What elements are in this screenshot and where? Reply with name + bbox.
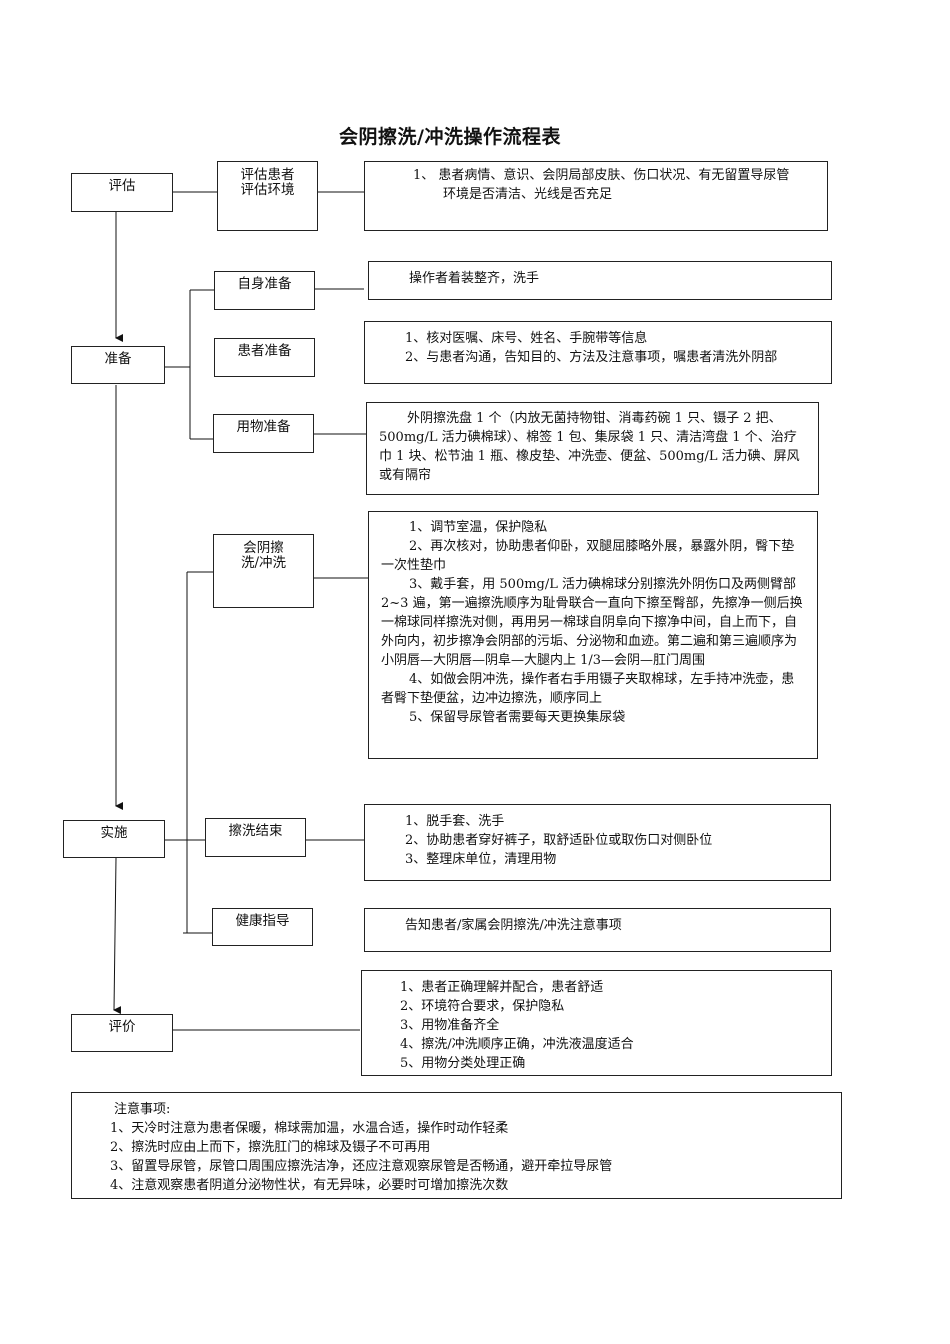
arrow-implement-to-evaluate <box>113 857 122 1015</box>
detail-line: 1、患者正确理解并配合，患者舒适 <box>400 980 604 995</box>
detail-line: 4、如做会阴冲洗，操作者右手用镊子夹取棉球，左手持冲洗壶，患者臀下垫便盆，边冲边… <box>381 672 795 706</box>
detail-line: 2、协助患者穿好裤子，取舒适卧位或取伤口对侧卧位 <box>405 833 713 848</box>
detail-line: 5、用物分类处理正确 <box>400 1056 526 1071</box>
detail-line: 环境是否清洁、光线是否充足 <box>443 187 613 202</box>
detail-line: 1、 患者病情、意识、会阴局部皮肤、伤口状况、有无留置导尿管 <box>413 168 790 183</box>
step-line: 会阴擦 <box>243 540 284 556</box>
detail-wash-end: 1、脱手套、洗手 2、协助患者穿好裤子，取舒适卧位或取伤口对侧卧位 3、整理床单… <box>364 804 831 881</box>
step-self-prep: 自身准备 <box>214 271 315 310</box>
step-patient-prep: 患者准备 <box>214 338 315 377</box>
detail-supply-prep: 外阴擦洗盘 1 个（内放无菌持物钳、消毒药碗 1 只、镊子 2 把、500mg/… <box>366 402 819 495</box>
notes-heading: 注意事项: <box>114 1102 171 1117</box>
notes-box: 注意事项: 1、天冷时注意为患者保暖，棉球需加温，水温合适，操作时动作轻柔 2、… <box>71 1092 842 1199</box>
detail-patient-prep: 1、核对医嘱、床号、姓名、手腕带等信息 2、与患者沟通，告知目的、方法及注意事项… <box>364 321 832 384</box>
detail-line: 3、戴手套，用 500mg/L 活力碘棉球分别擦洗外阴伤口及两侧臂部 2~3 遍… <box>381 577 803 668</box>
stage-assess: 评估 <box>71 173 173 212</box>
detail-line: 1、脱手套、洗手 <box>405 814 505 829</box>
detail-line: 4、擦洗/冲洗顺序正确，冲洗液温度适合 <box>400 1037 634 1052</box>
note-item: 2、擦洗时应由上而下，擦洗肛门的棉球及镊子不可再用 <box>110 1140 431 1155</box>
note-item: 1、天冷时注意为患者保暖，棉球需加温，水温合适，操作时动作轻柔 <box>110 1121 509 1136</box>
detail-line: 1、核对医嘱、床号、姓名、手腕带等信息 <box>405 331 648 346</box>
detail-line: 2、与患者沟通，告知目的、方法及注意事项，嘱患者清洗外阴部 <box>405 350 778 365</box>
step-line: 评估患者 <box>240 167 295 183</box>
step-wash-end: 擦洗结束 <box>205 818 306 857</box>
detail-line: 外阴擦洗盘 1 个（内放无菌持物钳、消毒药碗 1 只、镊子 2 把、500mg/… <box>379 411 800 483</box>
detail-assess: 1、 患者病情、意识、会阴局部皮肤、伤口状况、有无留置导尿管 环境是否清洁、光线… <box>364 161 828 231</box>
detail-self-prep: 操作者着装整齐，洗手 <box>368 261 832 300</box>
step-health-guide: 健康指导 <box>212 908 313 946</box>
stage-evaluate: 评价 <box>71 1014 173 1052</box>
step-line: 洗/冲洗 <box>240 555 287 571</box>
step-wash: 会阴擦 洗/冲洗 <box>213 534 314 608</box>
step-line: 评估环境 <box>240 182 295 198</box>
stage-prepare: 准备 <box>71 346 165 384</box>
step-assess-patient-env: 评估患者 评估环境 <box>217 161 318 231</box>
stage-implement: 实施 <box>63 820 165 858</box>
detail-line: 1、调节室温，保护隐私 <box>409 520 548 535</box>
note-item: 4、注意观察患者阴道分泌物性状，有无异味，必要时可增加擦洗次数 <box>110 1178 509 1193</box>
detail-wash: 1、调节室温，保护隐私 2、再次核对，协助患者仰卧，双腿屈膝略外展，暴露外阴，臀… <box>368 511 818 759</box>
step-supply-prep: 用物准备 <box>213 414 314 453</box>
page-title: 会阴擦洗/冲洗操作流程表 <box>339 126 561 148</box>
detail-evaluate: 1、患者正确理解并配合，患者舒适 2、环境符合要求，保护隐私 3、用物准备齐全 … <box>361 970 832 1076</box>
detail-line: 3、整理床单位，清理用物 <box>405 852 557 867</box>
detail-health-guide: 告知患者/家属会阴擦洗/冲洗注意事项 <box>364 908 831 952</box>
detail-line: 2、再次核对，协助患者仰卧，双腿屈膝略外展，暴露外阴，臀下垫一次性垫巾 <box>381 539 795 573</box>
detail-line: 2、环境符合要求，保护隐私 <box>400 999 565 1014</box>
detail-line: 5、保留导尿管者需要每天更换集尿袋 <box>409 710 626 725</box>
note-item: 3、留置导尿管，尿管口周围应擦洗洁净，还应注意观察尿管是否畅通，避开牵拉导尿管 <box>110 1159 613 1174</box>
detail-line: 3、用物准备齐全 <box>400 1018 500 1033</box>
